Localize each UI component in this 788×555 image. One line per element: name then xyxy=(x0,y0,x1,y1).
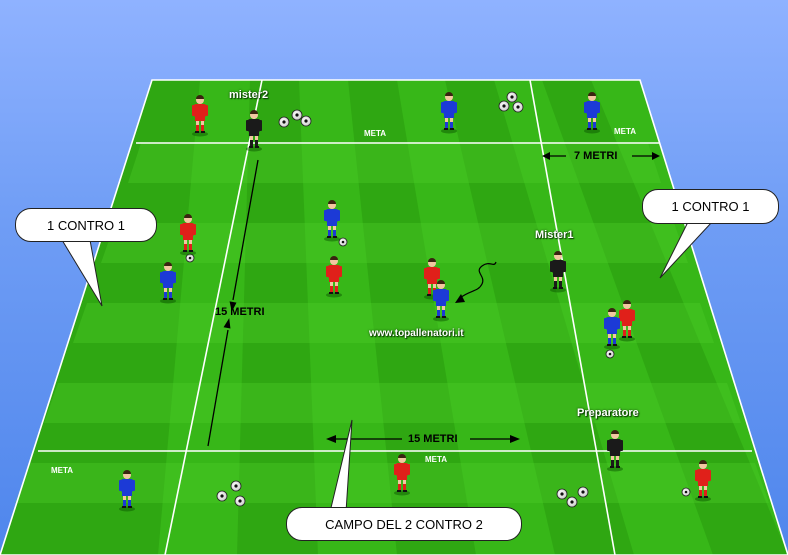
field-lines xyxy=(0,79,788,555)
coach-label-mister2: mister2 xyxy=(229,89,269,101)
dribble-path xyxy=(459,261,497,299)
ball-patches xyxy=(188,95,688,504)
callout-1v1-right: 1 CONTRO 1 xyxy=(642,189,779,224)
callout-1v1-left: 1 CONTRO 1 xyxy=(15,208,157,242)
player-blue xyxy=(433,280,449,322)
player-blue xyxy=(324,200,340,242)
player-blue xyxy=(604,308,620,350)
player-red xyxy=(192,95,208,137)
player-red xyxy=(695,460,711,502)
coach xyxy=(607,430,623,472)
coach xyxy=(550,251,566,293)
callout-2v2-field: CAMPO DEL 2 CONTRO 2 xyxy=(286,507,522,541)
grass-stripes xyxy=(0,80,788,555)
player-blue xyxy=(160,262,176,304)
player-blue xyxy=(584,92,600,134)
coach-label-mister1: Mister1 xyxy=(535,229,574,241)
distance-label-15m-vertical: 15 METRI xyxy=(215,306,265,318)
coach-label-preparatore: Preparatore xyxy=(577,407,639,419)
goal-line-label: META xyxy=(614,127,637,136)
distance-label-7m: 7 METRI xyxy=(574,150,618,162)
distance-label-15m-horizontal: 15 METRI xyxy=(408,433,458,445)
dimension-arrows xyxy=(207,152,660,447)
player-red xyxy=(326,256,342,298)
grass-checker xyxy=(15,143,769,503)
coach xyxy=(246,110,262,152)
player-blue xyxy=(441,92,457,134)
goal-line-label: META xyxy=(364,129,387,138)
player-red xyxy=(424,258,440,300)
player-red xyxy=(394,454,410,496)
website-watermark: www.topallenatori.it xyxy=(369,328,464,339)
player-blue xyxy=(119,470,135,512)
goal-line-label: META xyxy=(51,466,74,475)
player-red xyxy=(619,300,635,342)
players-layer xyxy=(119,92,711,512)
goal-line-label: META xyxy=(425,455,448,464)
player-red xyxy=(180,214,196,256)
footballs xyxy=(185,91,691,508)
callout-left-tail xyxy=(61,239,103,307)
dribble-arrowhead xyxy=(455,294,465,303)
